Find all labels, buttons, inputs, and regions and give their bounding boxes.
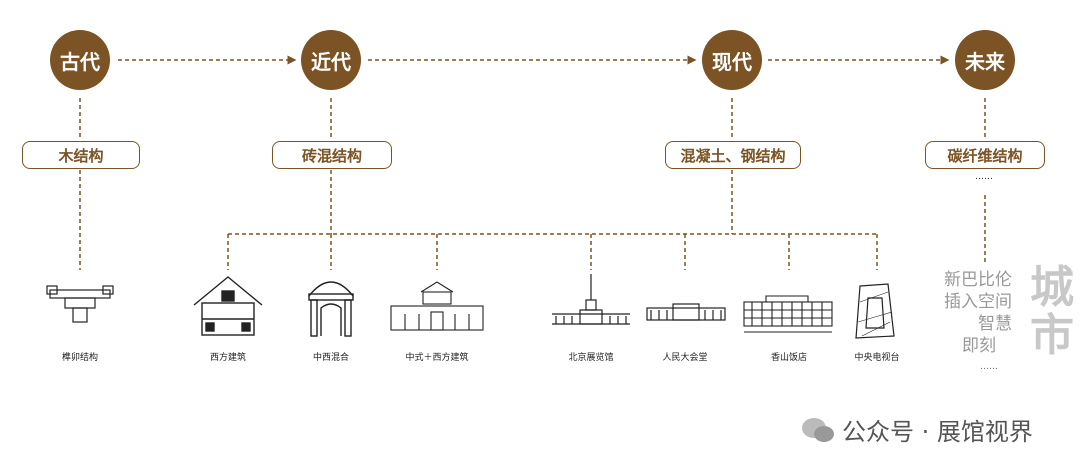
label-exhibition-hall: 北京展览馆 — [568, 353, 614, 363]
era-ancient: 古代 — [50, 30, 110, 90]
watermark-text: 公众号 · 展馆视界 — [842, 418, 1033, 446]
chinese-western-building-icon — [390, 281, 484, 331]
label-mortise: 榫卯结构 — [61, 353, 98, 363]
material-concrete-steel: 混凝土、钢结构 — [665, 141, 801, 169]
mixed-gate-icon — [308, 281, 354, 337]
great-hall-icon — [646, 303, 726, 321]
western-building-icon — [193, 276, 263, 336]
future-line-3: 智慧 — [978, 314, 1012, 334]
future-line-4: 即刻 — [962, 336, 996, 356]
era-modern-early: 近代 — [301, 30, 361, 90]
future-ellipsis: …… — [975, 172, 993, 182]
future-dots: …… — [980, 362, 998, 372]
label-fragrant-hills: 香山饭店 — [770, 353, 807, 363]
material-wood: 木结构 — [22, 141, 140, 169]
label-cctv: 中央电视台 — [854, 353, 900, 363]
fragrant-hills-hotel-icon — [743, 295, 833, 333]
label-chinese-western: 中式＋西方建筑 — [405, 353, 469, 363]
beijing-exhibition-hall-icon — [552, 274, 630, 325]
era-contemporary: 现代 — [702, 30, 762, 90]
watermark: 公众号 · 展馆视界 — [800, 412, 1033, 447]
wechat-icon — [802, 417, 834, 442]
label-great-hall: 人民大会堂 — [662, 353, 708, 363]
material-brick: 砖混结构 — [272, 141, 392, 169]
future-line-1: 新巴比伦 — [944, 270, 1012, 290]
cctv-tower-icon — [855, 283, 895, 339]
mortise-tenon-icon — [46, 285, 114, 323]
label-mixed: 中西混合 — [312, 353, 349, 363]
future-city-big: 城市 — [1030, 262, 1074, 361]
future-line-2: 插入空间 — [944, 292, 1012, 312]
era-future: 未来 — [955, 30, 1015, 90]
material-carbon-fiber: 碳纤维结构 — [925, 141, 1045, 169]
label-western: 西方建筑 — [209, 353, 246, 363]
